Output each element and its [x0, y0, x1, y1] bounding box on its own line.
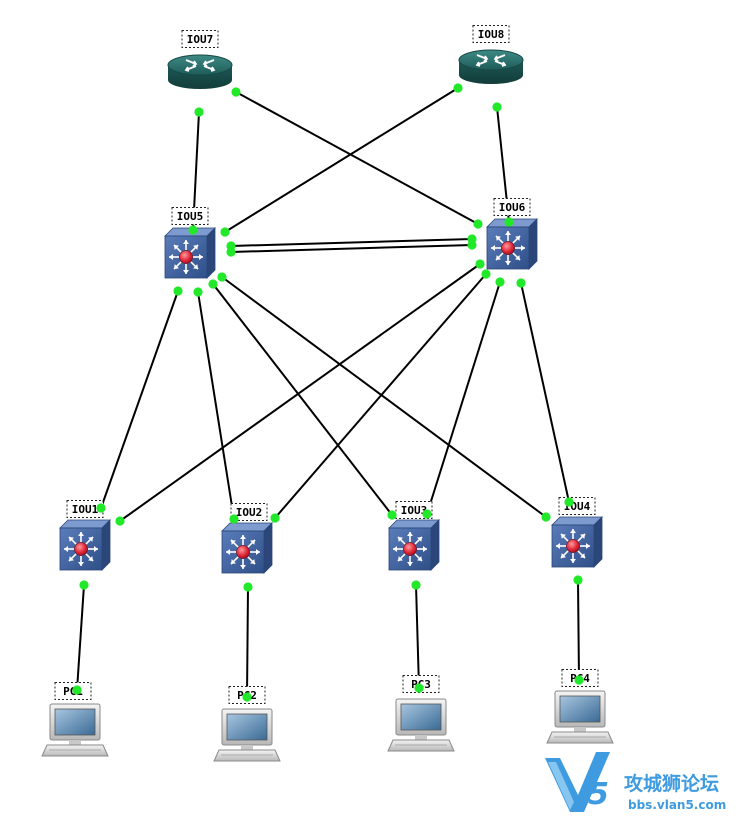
port-up-indicator	[473, 219, 483, 229]
device-label: IOU5	[177, 210, 204, 223]
port-up-indicator	[453, 83, 463, 93]
device-label-box	[230, 503, 268, 521]
pc-screen	[559, 695, 601, 723]
port-up-indicator	[492, 102, 502, 112]
device-iou1[interactable]: IOU1	[59, 500, 111, 571]
link-iou6-iou2[interactable]	[274, 273, 487, 519]
port-up-indicator	[574, 675, 584, 685]
link-iou4-pc4[interactable]	[577, 579, 580, 681]
link-iou1-pc1[interactable]	[76, 584, 85, 691]
pc-screen	[54, 708, 96, 736]
port-up-indicator	[414, 683, 424, 693]
device-iou5[interactable]: IOU5	[164, 207, 216, 279]
port-up-indicator	[495, 277, 505, 287]
device-label: IOU3	[401, 504, 428, 517]
link-iou2-pc2[interactable]	[246, 586, 249, 698]
link-iou5-iou3[interactable]	[212, 283, 393, 516]
port-up-indicator	[475, 259, 485, 269]
device-label-box	[493, 198, 531, 216]
pc-screen	[400, 703, 442, 731]
device-iou4[interactable]: IOU4	[551, 497, 603, 568]
link-iou5-iou1[interactable]	[100, 290, 179, 509]
layer3-switch-icon	[556, 529, 590, 563]
port-up-indicator	[467, 240, 477, 250]
port-up-indicator	[243, 582, 253, 592]
port-up-indicator	[411, 580, 421, 590]
link-iou5-iou4[interactable]	[221, 276, 547, 518]
device-label: IOU2	[236, 506, 263, 519]
layer3-switch-icon	[64, 532, 98, 566]
device-label: IOU7	[187, 33, 214, 46]
nodes-layer: IOU7IOU8IOU5IOU6IOU1IOU2IOU3IOU4PC1PC2PC…	[41, 25, 614, 762]
port-up-indicator	[516, 278, 526, 288]
port-indicators-layer	[72, 83, 584, 702]
pc-screen	[226, 713, 268, 741]
port-up-indicator	[115, 516, 125, 526]
link-iou8-iou5[interactable]	[224, 87, 459, 233]
port-up-indicator	[229, 514, 239, 524]
port-up-indicator	[573, 575, 583, 585]
port-up-indicator	[242, 692, 252, 702]
links-layer	[76, 87, 580, 698]
port-up-indicator	[79, 580, 89, 590]
device-label: IOU8	[478, 28, 505, 41]
port-up-indicator	[193, 287, 203, 297]
port-up-indicator	[481, 269, 491, 279]
port-up-indicator	[188, 225, 198, 235]
port-up-indicator	[231, 87, 241, 97]
layer3-switch-icon	[169, 240, 203, 274]
port-up-indicator	[173, 286, 183, 296]
layer3-switch-icon	[226, 535, 260, 569]
port-up-indicator	[217, 272, 227, 282]
device-iou8[interactable]: IOU8	[458, 25, 524, 85]
port-up-indicator	[422, 509, 432, 519]
port-up-indicator	[387, 510, 397, 520]
watermark-title: 攻城狮论坛	[624, 772, 719, 795]
device-pc3[interactable]: PC3	[387, 675, 455, 752]
layer3-switch-icon	[491, 231, 525, 265]
device-label: IOU6	[499, 201, 526, 214]
device-label: IOU1	[72, 503, 99, 516]
device-label-box	[171, 207, 209, 225]
layer3-switch-icon	[393, 532, 427, 566]
port-up-indicator	[96, 503, 106, 513]
link-iou3-pc3[interactable]	[415, 584, 420, 689]
device-iou6[interactable]: IOU6	[486, 198, 538, 270]
svg-text:5: 5	[588, 777, 609, 812]
port-up-indicator	[541, 512, 551, 522]
link-iou5-iou6[interactable]	[230, 238, 473, 247]
link-iou5-iou6[interactable]	[230, 244, 473, 253]
device-iou2[interactable]: IOU2	[221, 503, 273, 574]
router-icon	[475, 54, 507, 67]
port-up-indicator	[72, 685, 82, 695]
link-iou6-iou1[interactable]	[119, 263, 481, 522]
port-up-indicator	[504, 217, 514, 227]
device-label-box	[181, 30, 219, 48]
link-iou5-iou2[interactable]	[197, 291, 235, 520]
port-up-indicator	[208, 279, 218, 289]
port-up-indicator	[270, 513, 280, 523]
watermark: 5 攻城狮论坛 bbs.vlan5.com	[545, 752, 726, 812]
device-iou3[interactable]: IOU3	[388, 501, 440, 571]
port-up-indicator	[564, 497, 574, 507]
link-iou6-iou4[interactable]	[520, 282, 570, 503]
watermark-logo: 5	[545, 752, 610, 812]
port-up-indicator	[194, 107, 204, 117]
watermark-url: bbs.vlan5.com	[628, 798, 726, 812]
device-iou7[interactable]: IOU7	[167, 30, 233, 90]
device-label-box	[472, 25, 510, 43]
link-iou7-iou6[interactable]	[235, 91, 479, 225]
port-up-indicator	[220, 227, 230, 237]
router-icon	[184, 59, 216, 72]
link-iou6-iou3[interactable]	[426, 281, 501, 515]
port-up-indicator	[226, 247, 236, 257]
